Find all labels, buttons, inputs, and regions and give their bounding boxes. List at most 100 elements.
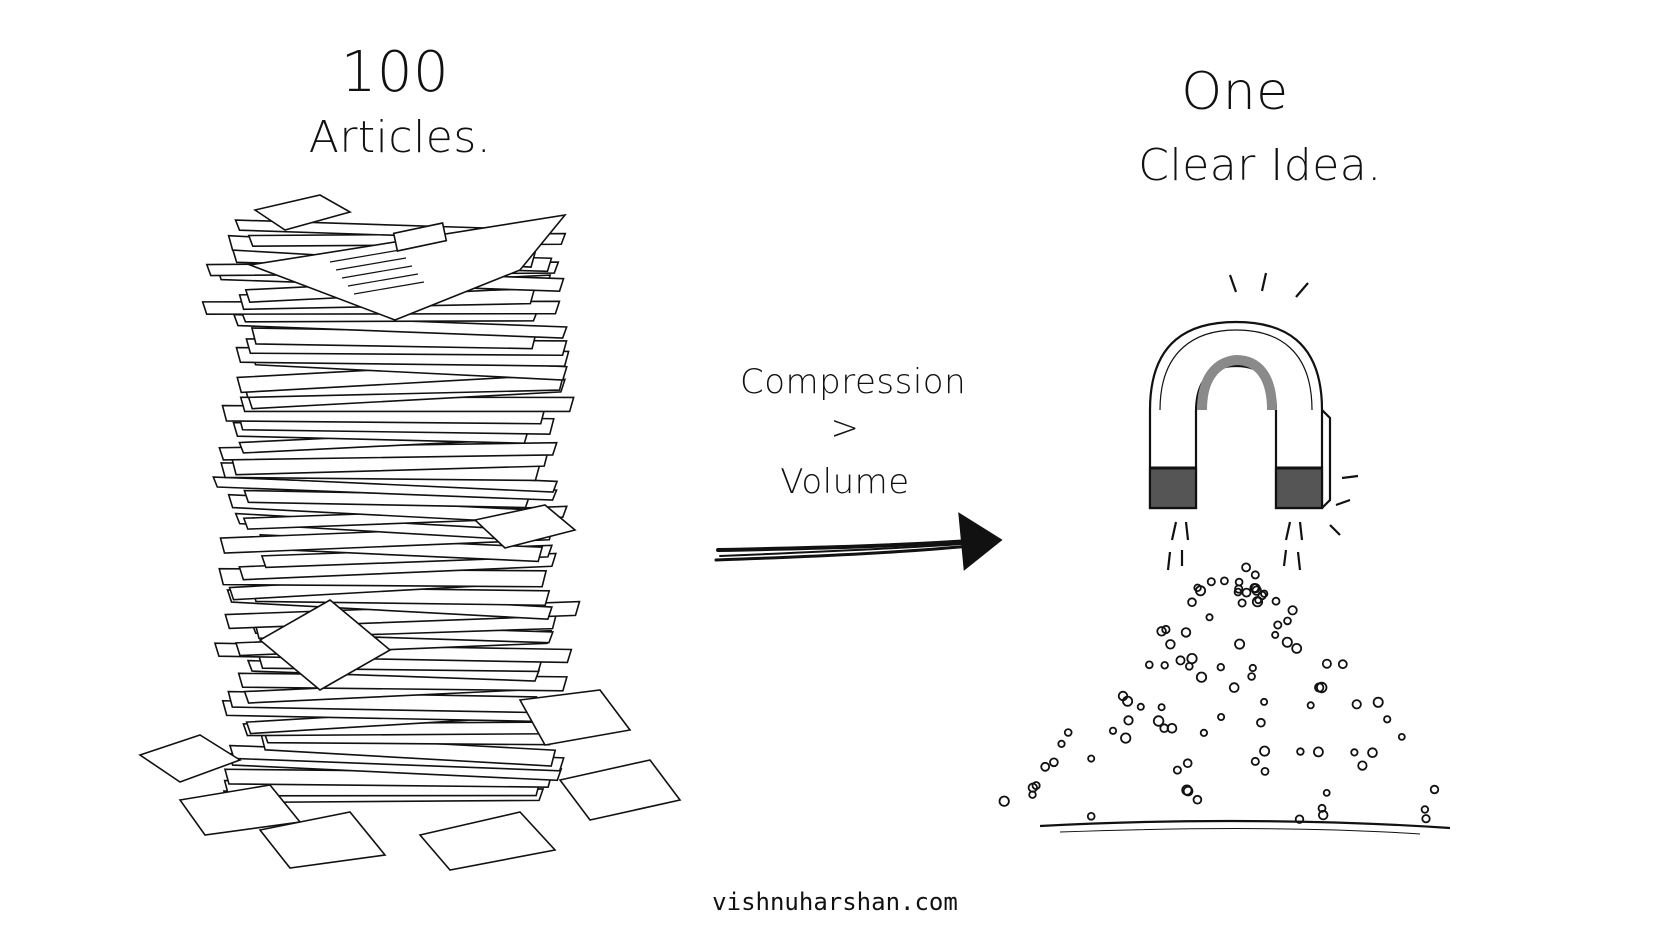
paper-text-line <box>341 265 413 279</box>
particle-dot <box>1228 682 1240 693</box>
particle-dot <box>1165 639 1176 650</box>
loose-paper-sheet <box>253 194 353 231</box>
particle-dot <box>1296 747 1305 756</box>
particle-dot <box>1271 630 1280 639</box>
particle-dot <box>1181 784 1193 796</box>
particle-dot <box>1421 814 1431 824</box>
particle-dot <box>1175 655 1186 666</box>
right-title-line2: Clear Idea. <box>1138 140 1382 191</box>
particle-dot <box>1180 627 1192 638</box>
particle-dot <box>1220 576 1229 586</box>
arrow-label-operator: > <box>830 408 860 448</box>
particle-dot <box>1291 643 1303 654</box>
paper-chart-box <box>392 222 448 252</box>
particle-dot <box>1260 589 1269 598</box>
arrow-label-volume: Volume <box>780 462 910 502</box>
particle-dot <box>1260 767 1270 776</box>
particle-dot <box>1283 616 1292 626</box>
particle-dot <box>1145 660 1154 670</box>
footer-site-link[interactable]: vishnuharshan.com <box>712 888 958 916</box>
particle-dot <box>1315 681 1328 694</box>
particle-dot <box>1350 748 1359 757</box>
particle-dot <box>1247 672 1256 681</box>
loose-paper-sheet <box>418 811 557 871</box>
particle-dot <box>1271 596 1281 606</box>
particle-dot <box>1248 663 1257 673</box>
particle-dot <box>1136 702 1145 711</box>
particle-dot <box>1429 784 1440 795</box>
particle-dot <box>1273 620 1283 630</box>
left-title-label: Articles. <box>308 112 492 163</box>
particle-dot <box>1205 613 1214 622</box>
particle-dot <box>1027 782 1038 793</box>
paper-text-line <box>329 249 401 263</box>
particle-dot <box>1313 746 1324 758</box>
particle-dot <box>1063 728 1073 737</box>
particle-dot <box>1057 739 1066 749</box>
loose-paper-sheet <box>258 599 392 691</box>
particle-dot <box>1152 715 1165 727</box>
particle-dot <box>1287 605 1298 616</box>
particle-dot <box>1357 760 1368 771</box>
particle-dot <box>1397 733 1406 741</box>
particle-dot <box>1306 701 1315 710</box>
particle-dot <box>1256 717 1266 728</box>
particle-dot <box>1182 758 1193 768</box>
particle-dot <box>998 795 1010 807</box>
particle-dot <box>1260 697 1269 706</box>
magnet-icon <box>1148 272 1359 571</box>
left-title-count: 100 <box>340 40 450 105</box>
particle-dot <box>1281 636 1293 648</box>
particle-dot <box>1241 562 1251 573</box>
particle-dot <box>1040 761 1051 772</box>
particle-dot <box>1186 652 1198 665</box>
particle-dot <box>1322 789 1331 797</box>
particle-dot <box>1337 659 1348 670</box>
particle-dot <box>1351 699 1362 710</box>
loose-paper-sheet <box>473 504 577 549</box>
particle-dot <box>1199 728 1209 738</box>
particle-dot <box>1123 715 1134 726</box>
loose-paper-sheet <box>258 811 387 869</box>
ground-line <box>1039 819 1451 830</box>
loose-paper-sheet <box>558 759 682 821</box>
particle-dot <box>1234 638 1246 650</box>
particle-dot <box>1259 745 1271 757</box>
particle-dot <box>1108 726 1118 735</box>
particle-dot <box>1420 805 1430 814</box>
paper-text-line <box>347 273 419 287</box>
particle-dot <box>1086 811 1096 821</box>
particle-dot <box>1049 757 1059 768</box>
paper-sheet-top <box>246 213 567 321</box>
particle-dot <box>1294 814 1305 824</box>
paper-stack-icon <box>138 194 682 871</box>
arrow-label-compression: Compression <box>740 362 967 402</box>
particle-dot <box>1234 577 1244 587</box>
particle-dot <box>1160 661 1169 670</box>
particle-dot <box>1254 596 1263 605</box>
particle-dot <box>1206 577 1216 587</box>
particle-dot <box>1192 794 1203 805</box>
particle-dot <box>1087 754 1096 763</box>
loose-paper-sheet <box>518 689 632 746</box>
particle-dot <box>1321 658 1332 669</box>
particle-dot <box>1250 756 1260 766</box>
particle-dot <box>1237 598 1247 608</box>
particle-dot <box>1241 587 1252 598</box>
particle-dot <box>1117 690 1129 702</box>
particle-dot <box>1217 713 1226 722</box>
particle-dot <box>1216 663 1225 672</box>
loose-paper-sheet <box>138 734 242 783</box>
particle-dot <box>1372 696 1384 708</box>
particle-dot <box>1120 732 1132 744</box>
ground-shadow <box>1059 828 1421 835</box>
particle-dot <box>1157 703 1166 712</box>
particle-dot <box>1156 626 1167 637</box>
paper-text-line <box>353 281 425 295</box>
particles-icon <box>998 562 1451 835</box>
particle-dot <box>1383 715 1392 724</box>
particle-dot <box>1317 809 1329 821</box>
particle-dot <box>1249 583 1260 594</box>
arrow-right-icon <box>714 512 1003 571</box>
